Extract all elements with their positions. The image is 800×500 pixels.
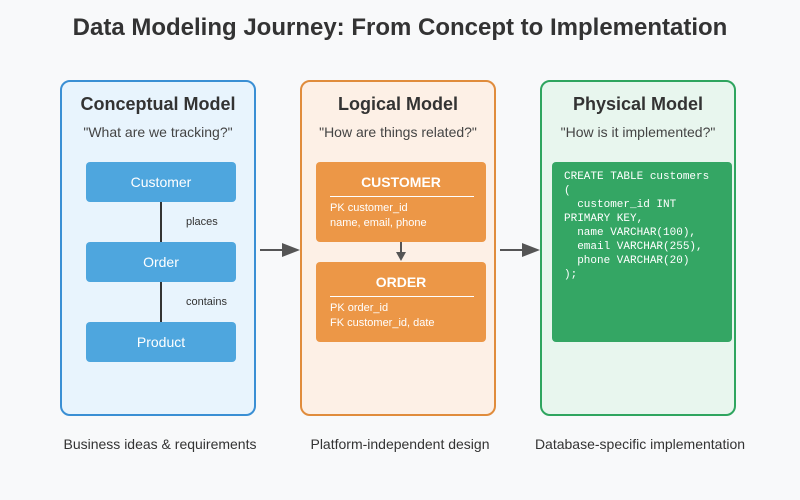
- entity-customer: Customer: [86, 162, 236, 202]
- entity-product: Product: [86, 322, 236, 362]
- physical-model-title: Physical Model: [572, 94, 704, 114]
- relationship-line-places: [160, 202, 162, 242]
- relationship-label-places: places: [186, 216, 218, 228]
- physical-model-question: "How is it implemented?": [560, 124, 716, 140]
- relationship-label-contains: contains: [186, 296, 227, 308]
- entity-order: Order: [86, 242, 236, 282]
- physical-caption: Database-specific implementation: [534, 436, 746, 452]
- logical-model-question: "How are things related?": [319, 124, 477, 140]
- conceptual-caption: Business ideas & requirements: [63, 436, 257, 452]
- table-order-primary-key: PK order_id: [330, 302, 389, 314]
- table-order: ORDER PK order_id FK customer_id, date: [316, 262, 486, 342]
- table-customer-divider: [330, 196, 474, 197]
- logical-caption: Platform-independent design: [310, 436, 490, 452]
- arrow-right-icon: [260, 243, 300, 257]
- sql-code-block: CREATE TABLE customers ( customer_id INT…: [552, 162, 732, 342]
- conceptual-model-question: "What are we tracking?": [83, 124, 233, 140]
- table-order-foreign-key: FK customer_id, date: [330, 317, 435, 329]
- relationship-line-contains: [160, 282, 162, 322]
- arrow-right-icon: [500, 243, 540, 257]
- table-customer-attributes: name, email, phone: [330, 217, 427, 229]
- page-title: Data Modeling Journey: From Concept to I…: [72, 14, 728, 41]
- conceptual-model-title: Conceptual Model: [80, 94, 236, 114]
- table-order-divider: [330, 296, 474, 297]
- table-customer: CUSTOMER PK customer_id name, email, pho…: [316, 162, 486, 242]
- table-customer-name: CUSTOMER: [361, 174, 441, 190]
- conceptual-model-panel: Conceptual Model "What are we tracking?"…: [60, 80, 256, 416]
- table-customer-primary-key: PK customer_id: [330, 202, 408, 214]
- physical-model-panel: Physical Model "How is it implemented?" …: [540, 80, 736, 416]
- logical-model-title: Logical Model: [337, 94, 458, 114]
- table-order-name: ORDER: [375, 274, 427, 290]
- foreign-key-arrow-icon: [396, 242, 406, 261]
- logical-model-panel: Logical Model "How are things related?" …: [300, 80, 496, 416]
